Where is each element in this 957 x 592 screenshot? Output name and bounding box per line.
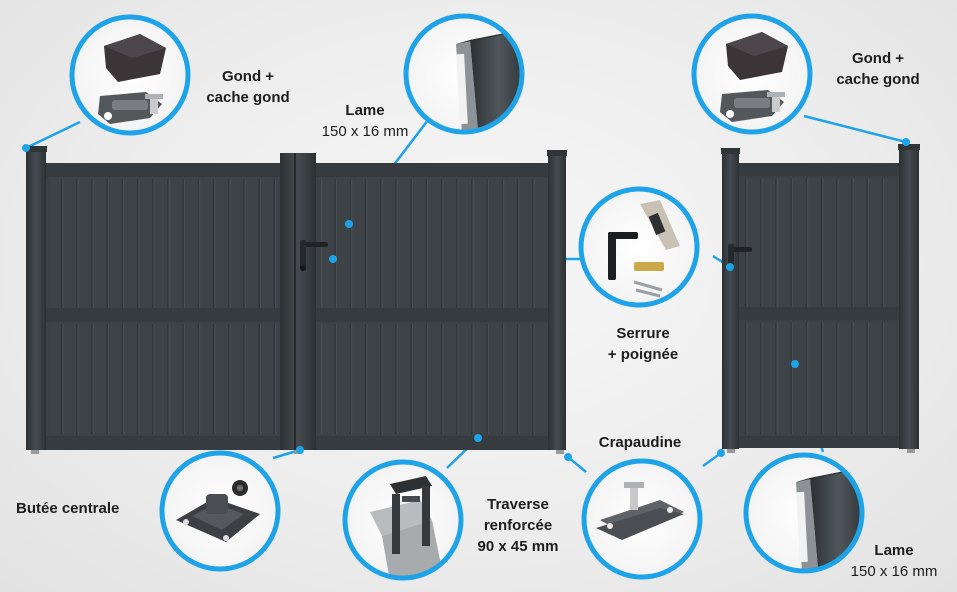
label-line: cache gond bbox=[206, 89, 290, 106]
label-lame-bottom: Lame 150 x 16 mm bbox=[836, 540, 952, 582]
label-line: Traverse bbox=[487, 496, 549, 513]
label-dims: 150 x 16 mm bbox=[850, 563, 938, 580]
double-gate bbox=[25, 146, 567, 454]
slat-profile-icon bbox=[403, 13, 525, 135]
hinge-cap-icon-right bbox=[691, 13, 813, 135]
hinge-cap-icon bbox=[69, 14, 191, 136]
label-gond-right: Gond + cache gond bbox=[818, 48, 938, 90]
label-line: cache gond bbox=[836, 71, 920, 88]
label-title: Lame bbox=[345, 102, 385, 119]
crossbar-profile-icon bbox=[342, 459, 464, 581]
label-traverse: Traverse renforcée 90 x 45 mm bbox=[460, 494, 576, 557]
single-gate bbox=[721, 144, 920, 453]
label-dims: 150 x 16 mm bbox=[321, 123, 409, 140]
label-line: Serrure bbox=[616, 325, 670, 342]
label-line: renforcée bbox=[483, 517, 553, 534]
label-title: Crapaudine bbox=[598, 434, 682, 451]
callout-dots bbox=[22, 138, 910, 461]
label-line: + poignée bbox=[607, 346, 679, 363]
label-title: Butée centrale bbox=[16, 500, 120, 517]
slat-profile-icon-bottom bbox=[743, 452, 865, 574]
center-stop-icon bbox=[159, 450, 281, 572]
lock-handle-icon bbox=[578, 186, 700, 308]
label-butee: Butée centrale bbox=[16, 498, 156, 519]
label-line: Gond + bbox=[221, 68, 275, 85]
label-line: 90 x 45 mm bbox=[477, 538, 559, 555]
label-title: Lame bbox=[874, 542, 914, 559]
label-line: Gond + bbox=[851, 50, 905, 67]
label-serrure: Serrure + poignée bbox=[588, 323, 698, 365]
label-gond-left: Gond + cache gond bbox=[190, 66, 306, 108]
label-lame-top: Lame 150 x 16 mm bbox=[300, 100, 430, 142]
label-crapaudine: Crapaudine bbox=[582, 432, 698, 453]
pivot-bearing-icon bbox=[581, 458, 703, 580]
